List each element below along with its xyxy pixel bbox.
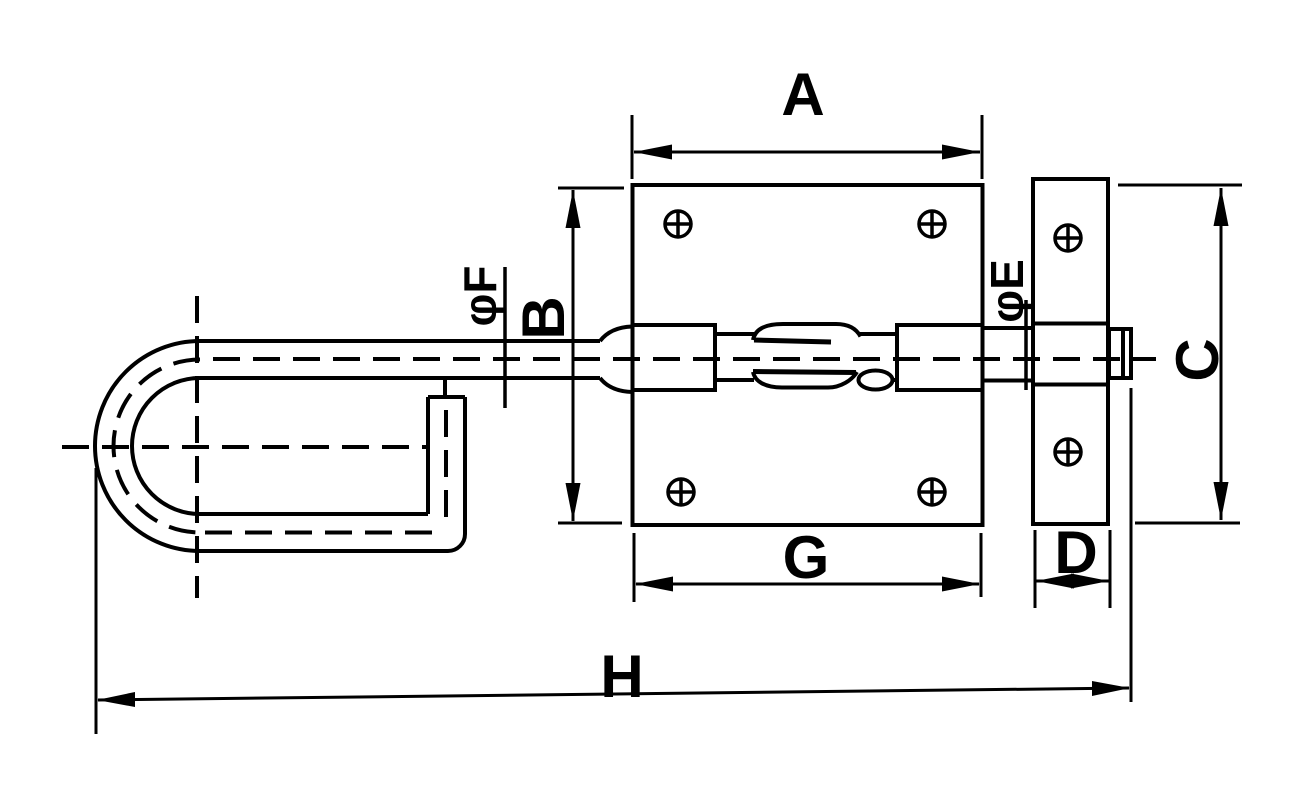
- spring-coil-bottom: [751, 370, 859, 390]
- hook-outer-arc: [93, 339, 201, 553]
- bolt-end-cap: [1107, 327, 1133, 380]
- arrowhead: [635, 576, 673, 592]
- arrowhead: [1092, 681, 1130, 696]
- hook-stub-fillet: [447, 533, 467, 553]
- arrowhead: [634, 144, 672, 160]
- dimension-H: H: [94, 388, 1133, 734]
- arrowhead: [565, 190, 581, 228]
- dim-label-B: B: [510, 296, 577, 339]
- dim-label-A: A: [781, 61, 824, 128]
- arrowhead: [1213, 188, 1229, 226]
- dimension-phiE: φE: [981, 259, 1033, 390]
- dimension-G: G: [632, 524, 983, 602]
- dim-label-D: D: [1054, 519, 1097, 586]
- arrowhead: [1071, 573, 1109, 589]
- arrowhead: [97, 692, 135, 707]
- screw-hole: [663, 209, 693, 239]
- arrowhead: [942, 576, 980, 592]
- screw-hole: [1053, 437, 1083, 467]
- handle-hook: [93, 339, 467, 553]
- dim-label-H: H: [600, 643, 643, 710]
- dimension-A: A: [630, 61, 984, 179]
- arrowhead: [1036, 573, 1074, 589]
- hook-inner-arc: [130, 376, 201, 516]
- dimension-C: C: [1118, 183, 1242, 525]
- spring-coil-bottom-chord: [752, 369, 857, 375]
- bolt-rod: [200, 322, 1133, 394]
- dia-label-phiF: φF: [454, 265, 506, 326]
- main-plate: [630, 183, 985, 527]
- dimension-phiF: φF: [454, 265, 507, 408]
- centerlines: [62, 296, 1156, 598]
- arrowhead: [1213, 482, 1229, 520]
- screw-hole: [917, 209, 947, 239]
- spring-coil-top: [751, 322, 863, 341]
- dia-label-phiE: φE: [981, 259, 1033, 323]
- dimension-D: D: [1033, 519, 1112, 608]
- screw-hole: [1053, 223, 1083, 253]
- rod-dome-bottom: [598, 376, 633, 394]
- dimension-B: B: [510, 186, 624, 525]
- keeper-plate-outline: [1031, 177, 1110, 526]
- keeper-plate: [1031, 177, 1110, 526]
- arrowhead: [942, 144, 980, 160]
- dimension-line: [97, 686, 1130, 702]
- arrowhead: [565, 483, 581, 521]
- screw-hole: [917, 477, 947, 507]
- hook-arc-centerline: [111, 357, 201, 535]
- spring-end-loop: [856, 368, 895, 392]
- screw-hole: [666, 477, 696, 507]
- spring-coil-top-chord: [753, 337, 832, 345]
- dim-label-C: C: [1164, 338, 1231, 381]
- dim-label-G: G: [783, 524, 830, 591]
- rod-dome-top: [598, 324, 633, 343]
